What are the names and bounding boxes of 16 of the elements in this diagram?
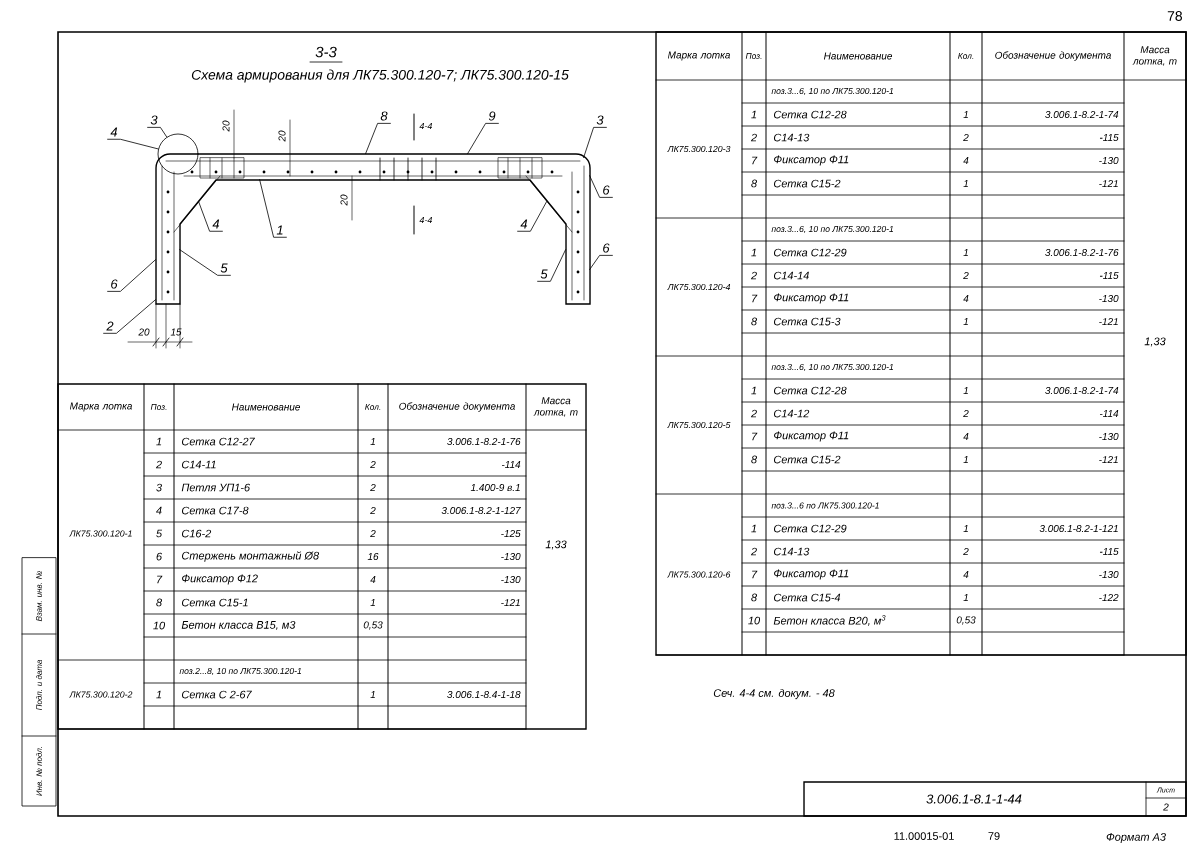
leader-line [467,122,499,154]
leader-line [259,179,287,238]
leader-line [103,299,156,334]
leader-line [365,122,391,154]
detail-circle [157,133,199,175]
leader-line [589,175,613,198]
leader-line [179,249,231,276]
leader-line [147,126,168,138]
leader-line [517,201,547,232]
leader-line [107,138,159,150]
section-drawing [127,109,591,349]
leader-line [107,259,156,292]
leader-line [589,255,613,270]
leader-line [198,201,223,232]
leader-line [537,249,566,282]
leader-line [583,126,607,158]
